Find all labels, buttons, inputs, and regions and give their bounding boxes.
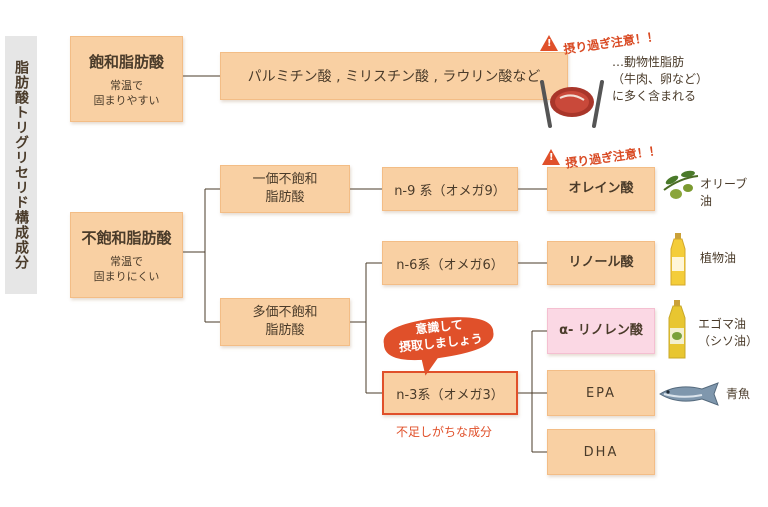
omega9-box: n-9 系（オメガ9） [382, 167, 518, 211]
dha-label: DHA [583, 444, 619, 460]
linoleic-acid-box: リノール酸 [547, 241, 655, 285]
vegetable-oil-label: 植物油 [700, 251, 737, 265]
omega6-box: n-6系（オメガ6） [382, 241, 518, 285]
saturated-examples-box: パルミチン酸 , ミリスチン酸 , ラウリン酸など [220, 52, 568, 100]
epa-box: EPA [547, 370, 655, 416]
oleic-acid-box: オレイン酸 [547, 167, 655, 211]
mono-label: 一価不飽和 脂肪酸 [252, 172, 318, 205]
unsaturated-title: 不飽和脂肪酸 [81, 228, 172, 247]
lacking-note: 不足しがちな成分 [396, 425, 493, 439]
olive-icon [663, 170, 699, 199]
warning-icon: ! [542, 148, 560, 165]
warning-overeating-2: ! 摂り過ぎ注意！！ [542, 143, 662, 171]
saturated-fatty-acid-box: 飽和脂肪酸 常温で 固まりやすい [70, 36, 183, 122]
warning-overeating-1: ! 摂り過ぎ注意！！ [540, 29, 660, 57]
animal-fat-note: …動物性脂肪 （牛肉、卵など） に多く含まれる [612, 55, 709, 103]
alpha-linolenic-box: α- リノレン酸 [547, 308, 655, 354]
alpha-linolenic-label: α- リノレン酸 [559, 323, 643, 338]
meat-icon [540, 80, 604, 128]
fish-label: 青魚 [726, 387, 751, 401]
encourage-bubble-shape [383, 317, 494, 376]
fish-icon [659, 382, 719, 406]
vegetable-oil-bottle-icon [670, 233, 686, 286]
unsaturated-sub: 常温で 固まりにくい [93, 254, 160, 283]
oleic-label: オレイン酸 [568, 181, 634, 196]
saturated-examples: パルミチン酸 , ミリスチン酸 , ラウリン酸など [247, 69, 541, 85]
epa-label: EPA [585, 385, 617, 401]
dha-box: DHA [547, 429, 655, 475]
poly-label: 多価不飽和 脂肪酸 [252, 305, 318, 338]
monounsaturated-box: 一価不飽和 脂肪酸 [220, 165, 350, 213]
polyunsaturated-box: 多価不飽和 脂肪酸 [220, 298, 350, 346]
egoma-oil-bottle-icon [668, 300, 686, 359]
warning-icon: ! [540, 34, 558, 51]
omega3-box: n-3系（オメガ3） [382, 371, 518, 415]
omega9-label: n-9 系（オメガ9） [394, 183, 506, 199]
vertical-title-panel: 脂肪酸トリグリセリド構成成分 [5, 36, 37, 294]
saturated-sub: 常温で 固まりやすい [93, 78, 160, 107]
olive-oil-label: オリーブ 油 [700, 177, 748, 208]
omega3-label: n-3系（オメガ3） [396, 387, 504, 403]
vertical-title: 脂肪酸トリグリセリド構成成分 [13, 60, 29, 270]
saturated-title: 飽和脂肪酸 [88, 52, 164, 71]
unsaturated-fatty-acid-box: 不飽和脂肪酸 常温で 固まりにくい [70, 212, 183, 298]
linoleic-label: リノール酸 [568, 255, 634, 270]
omega6-label: n-6系（オメガ6） [396, 257, 504, 273]
egoma-oil-label: エゴマ油 （シソ油） [698, 317, 759, 348]
